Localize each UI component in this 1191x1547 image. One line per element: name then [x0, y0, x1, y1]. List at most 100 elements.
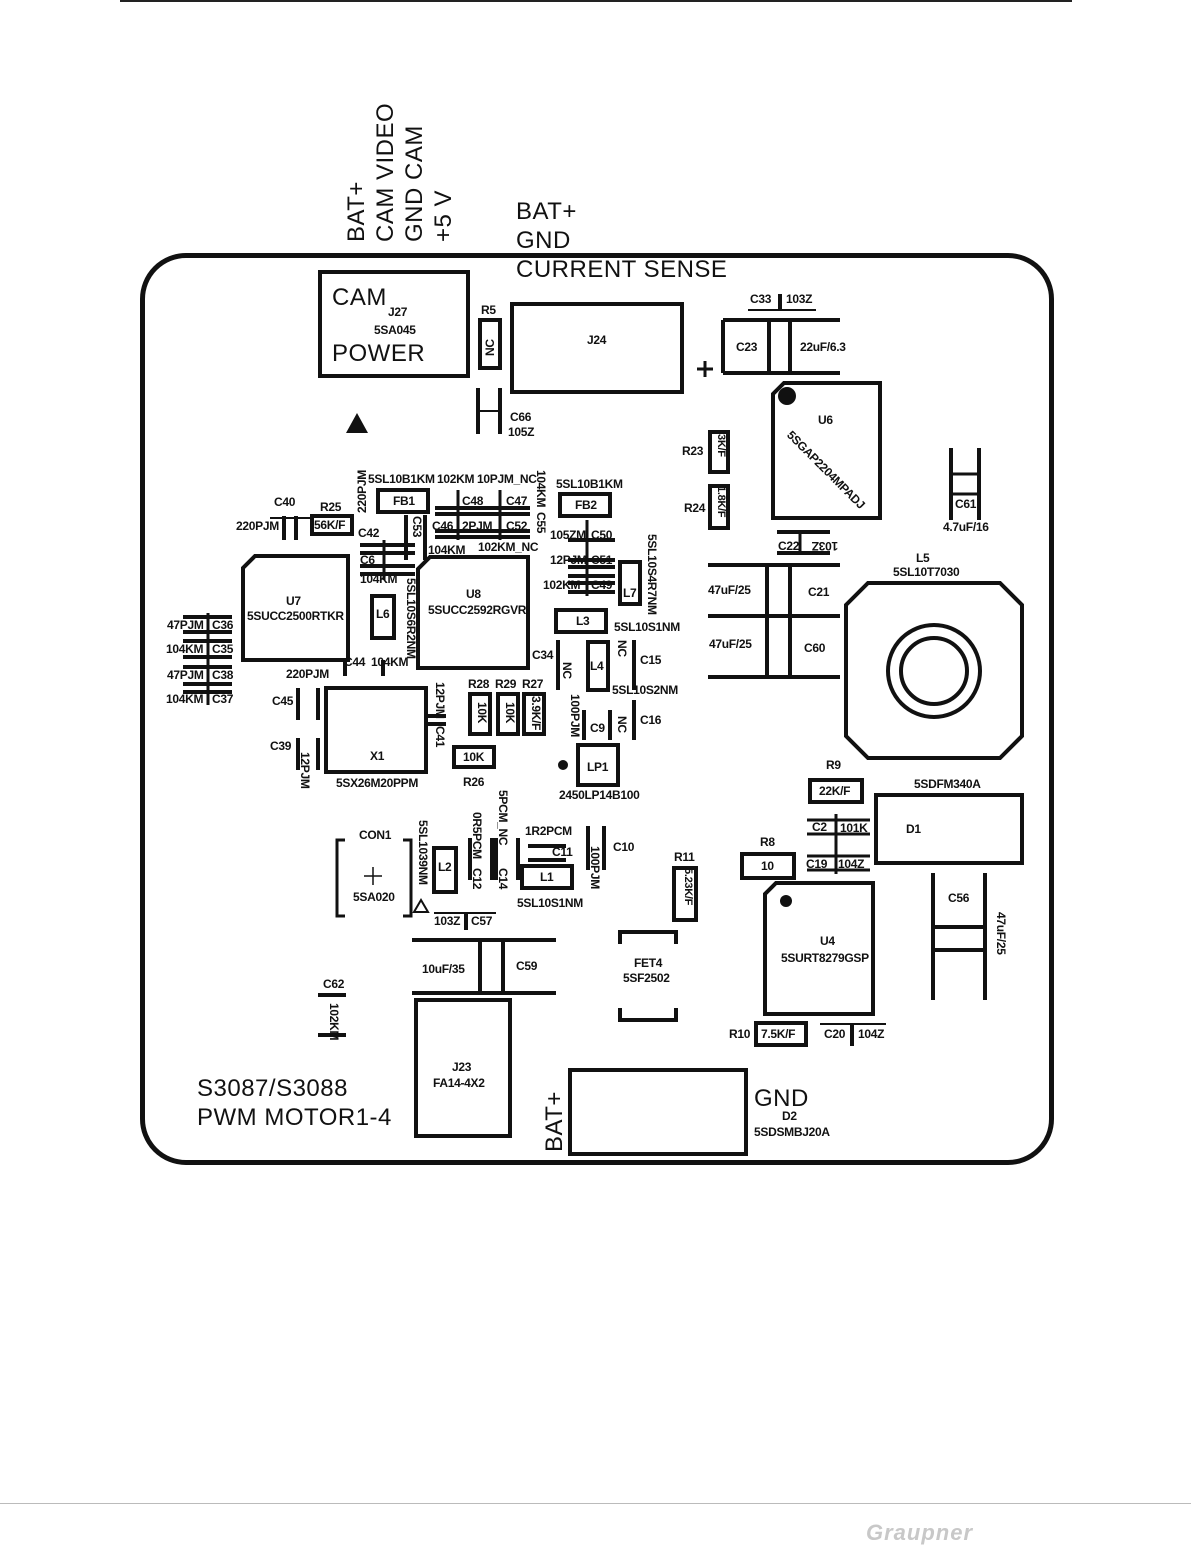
- l3: [554, 608, 608, 634]
- c33-ref: C33: [750, 292, 772, 306]
- c9-ref: C9: [590, 721, 605, 735]
- c11-value: 1R2PCM: [525, 824, 572, 838]
- d1-ref: D1: [906, 822, 921, 836]
- j24-ref: J24: [587, 333, 607, 347]
- c2-value: 101K: [840, 821, 868, 835]
- c48-value: 102KM: [437, 472, 475, 486]
- c34-ref: C34: [532, 648, 554, 662]
- u7-value: 5SUCC2500RTKR: [247, 609, 344, 623]
- c22-ref: C22: [778, 539, 800, 553]
- l5-value: 5SL10T7030: [893, 565, 960, 579]
- c56-value: 47uF/25: [994, 912, 1008, 955]
- r23-value: 3K/F: [715, 434, 727, 457]
- l1: [520, 864, 574, 890]
- d1-value: 5SDFM340A: [914, 777, 981, 791]
- c41-ref: C41: [433, 726, 447, 748]
- fet4-value: 5SF2502: [623, 971, 670, 985]
- c6-value: 104KM: [360, 572, 398, 586]
- l1-ref: L1: [540, 870, 554, 884]
- x1: [324, 686, 428, 774]
- r24-ref: R24: [684, 501, 706, 515]
- c12-ref: C12: [470, 868, 484, 890]
- r26-ref: R26: [463, 775, 485, 789]
- x1-ref: X1: [370, 749, 385, 763]
- r5: [478, 318, 502, 370]
- r9: [808, 778, 864, 804]
- c38-value: 47PJM: [167, 668, 204, 682]
- c57-value: 103Z: [434, 914, 461, 928]
- j23-value: FA14-4X2: [433, 1076, 485, 1090]
- c23-value: 22uF/6.3: [800, 340, 846, 354]
- r11: [672, 866, 698, 922]
- r24: [708, 484, 730, 530]
- r27-value: 3.9K/F: [529, 696, 543, 731]
- c51-value: 12PJM: [550, 553, 587, 567]
- r24-value: 1.8K/F: [715, 486, 727, 518]
- c12-value: 0R5PCM: [470, 812, 484, 859]
- c9-value: 100PJM: [568, 694, 582, 737]
- fb1-ref: FB1: [393, 494, 415, 508]
- d1: [874, 793, 1024, 865]
- r25: [310, 514, 354, 536]
- l7-ref: L7: [623, 586, 637, 600]
- l3-value: 5SL10S1NM: [614, 620, 680, 634]
- r10-ref: R10: [729, 1027, 751, 1041]
- c36-value: 47PJM: [167, 618, 204, 632]
- c14-ref: C14: [496, 868, 510, 890]
- r25-ref: R25: [320, 500, 342, 514]
- l6-value: 5SL10S6R2NM: [404, 578, 418, 659]
- c6-ref: C6: [360, 553, 375, 567]
- r27: [522, 692, 546, 736]
- c37-value: 104KM: [166, 692, 204, 706]
- l7-value: 5SL10S4R7NM: [645, 534, 659, 615]
- c38-ref: C38: [212, 668, 234, 682]
- c50-ref: C50: [591, 528, 613, 542]
- c2-ref: C2: [812, 820, 827, 834]
- r29-value: 10K: [503, 702, 517, 724]
- c22-value: 103Z: [812, 539, 839, 553]
- j24: [510, 302, 684, 394]
- l4-ref: L4: [590, 659, 604, 673]
- l2-value: 5SL1039NM: [416, 820, 430, 885]
- c37-ref: C37: [212, 692, 234, 706]
- power-pin-bat: BAT+: [516, 198, 577, 225]
- con1-ref: CON1: [359, 828, 392, 842]
- c10-ref: C10: [613, 840, 635, 854]
- lp1-value: 2450LP14B100: [559, 788, 640, 802]
- c50-value: 105ZM: [550, 528, 586, 542]
- r11-ref: R11: [674, 850, 695, 864]
- c33-value: 103Z: [786, 292, 813, 306]
- c60-value: 47uF/25: [709, 637, 752, 651]
- fb2-ref: FB2: [575, 498, 597, 512]
- c21-ref: C21: [808, 585, 830, 599]
- l4-value: 5SL10S2NM: [612, 683, 678, 697]
- c42-value: 220PJM: [355, 470, 369, 513]
- c55-ref: C55: [534, 512, 548, 534]
- c15-value: NC: [615, 640, 629, 657]
- fb1-value: 5SL10B1KM: [368, 472, 435, 486]
- bottom-rule: [0, 1503, 1191, 1504]
- u8-value: 5SUCC2592RGVR: [428, 603, 527, 617]
- c16-ref: C16: [640, 713, 662, 727]
- r10: [754, 1021, 808, 1047]
- r26: [452, 745, 496, 769]
- l5-ref: L5: [916, 551, 930, 565]
- c40-value: 220PJM: [236, 519, 279, 533]
- c47-value: 10PJM_NC: [477, 472, 537, 486]
- u6-ref: U6: [818, 413, 833, 427]
- pin1-triangle-icon: [346, 413, 368, 433]
- top-rule: [120, 0, 1072, 2]
- c46-value: 2PJM: [462, 519, 493, 533]
- j23: [414, 998, 512, 1138]
- r11-value: 5.23K/F: [682, 868, 694, 906]
- c23-ref: C23: [736, 340, 758, 354]
- c51-ref: C51: [591, 553, 613, 567]
- c41-value: 12PJM: [433, 682, 447, 719]
- r5-ref: R5: [481, 303, 496, 317]
- r25-value: 56K/F: [314, 518, 346, 532]
- l3-ref: L3: [576, 614, 590, 628]
- d2-value: 5SDSMBJ20A: [754, 1125, 830, 1139]
- c10-value: 100PJM: [588, 846, 602, 889]
- c34-value: NC: [560, 662, 574, 679]
